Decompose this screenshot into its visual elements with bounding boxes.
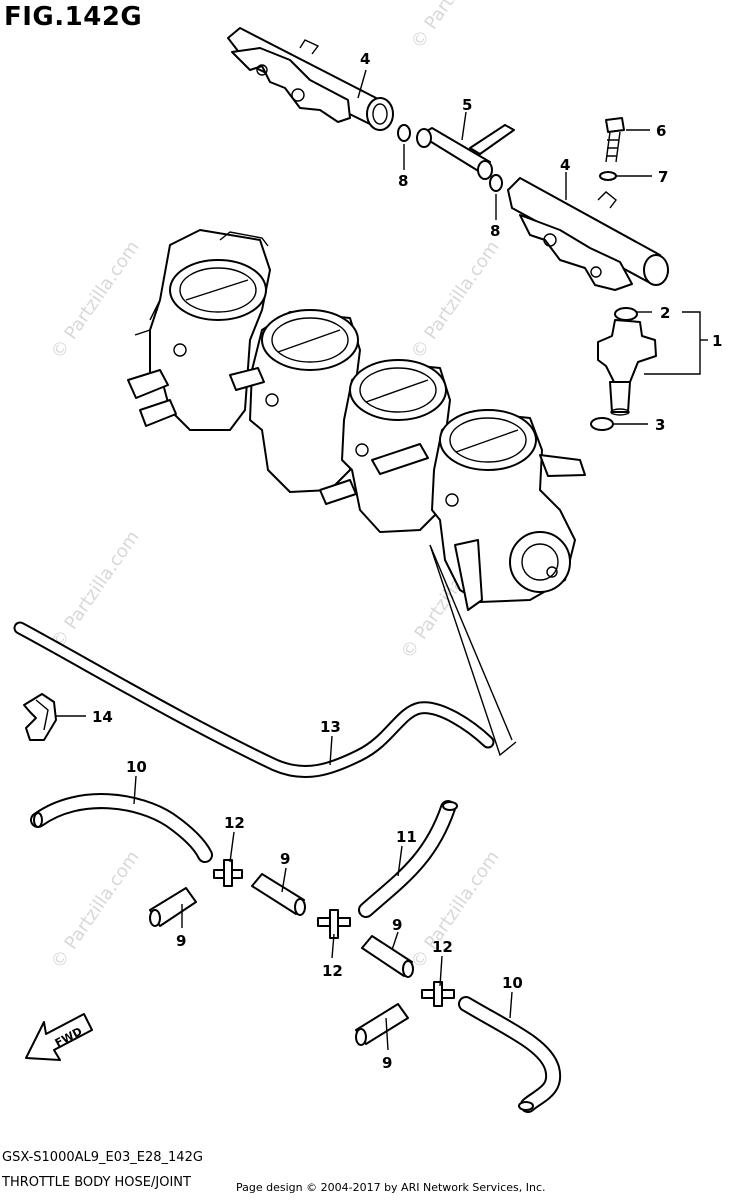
callout-4[interactable]: 4 <box>360 50 370 68</box>
throttle-body-assembly[interactable] <box>127 229 586 611</box>
hose-9-d[interactable] <box>355 1003 409 1046</box>
hose-clip[interactable] <box>23 693 57 741</box>
watermark: © Partzilla.com <box>47 847 144 973</box>
callout-2[interactable]: 2 <box>660 304 670 322</box>
o-ring[interactable] <box>397 124 411 142</box>
callout-11[interactable]: 11 <box>396 828 417 846</box>
figure-title: FIG.142G <box>4 2 143 32</box>
detail-pointer <box>429 544 517 757</box>
callout-4[interactable]: 4 <box>560 156 570 174</box>
hose-10-upper[interactable] <box>30 793 213 863</box>
watermark: © Partzilla.com <box>407 237 504 363</box>
callout-12[interactable]: 12 <box>224 814 245 832</box>
hose-13[interactable] <box>13 621 495 778</box>
callout-12[interactable]: 12 <box>432 938 453 956</box>
hose-10-lower[interactable] <box>458 996 562 1113</box>
watermark: © Partzilla.com <box>47 527 144 653</box>
washer[interactable] <box>599 171 617 181</box>
callout-9[interactable]: 9 <box>392 916 402 934</box>
o-ring[interactable] <box>489 174 503 192</box>
model-code: GSX-S1000AL9_E03_E28_142G <box>2 1150 203 1165</box>
callout-3[interactable]: 3 <box>655 416 665 434</box>
fuel-delivery-pipe-lower[interactable] <box>507 177 669 291</box>
callout-14[interactable]: 14 <box>92 708 113 726</box>
callout-13[interactable]: 13 <box>320 718 341 736</box>
callout-12[interactable]: 12 <box>322 962 343 980</box>
joint-12-c[interactable] <box>421 981 455 1007</box>
hose-9-b[interactable] <box>251 873 306 916</box>
hose-9-c[interactable] <box>361 935 414 978</box>
callout-9[interactable]: 9 <box>176 932 186 950</box>
injector-o-ring-upper[interactable] <box>614 307 638 321</box>
callouts: 4 5 6 7 8 4 8 2 1 3 14 13 10 12 11 9 9 9… <box>92 50 722 1072</box>
fwd-direction-arrow: FWD <box>25 1013 93 1061</box>
fuel-pipe-joint[interactable] <box>416 124 515 180</box>
callout-9[interactable]: 9 <box>382 1054 392 1072</box>
callout-6[interactable]: 6 <box>656 122 666 140</box>
callout-8[interactable]: 8 <box>398 172 408 190</box>
detail-pointer <box>429 544 513 741</box>
callout-10[interactable]: 10 <box>126 758 147 776</box>
bolt[interactable] <box>605 117 625 163</box>
leader-lines <box>56 69 708 1051</box>
callout-8[interactable]: 8 <box>490 222 500 240</box>
injector-o-ring-lower[interactable] <box>590 417 614 431</box>
copyright-notice: Page design © 2004-2017 by ARI Network S… <box>236 1181 546 1194</box>
section-title: THROTTLE BODY HOSE/JOINT <box>2 1175 191 1190</box>
fuel-injector[interactable] <box>597 319 657 416</box>
hose-11[interactable] <box>358 800 458 918</box>
callout-1[interactable]: 1 <box>712 332 722 350</box>
joint-12-a[interactable] <box>213 859 243 887</box>
watermark: © Partzilla.com <box>407 0 504 53</box>
callout-5[interactable]: 5 <box>462 96 472 114</box>
hose-9-a[interactable] <box>149 887 197 927</box>
watermark: © Partzilla.com <box>47 237 144 363</box>
joint-12-b[interactable] <box>317 909 351 939</box>
callout-7[interactable]: 7 <box>658 168 668 186</box>
fuel-delivery-pipe-upper[interactable] <box>227 27 394 131</box>
callout-9[interactable]: 9 <box>280 850 290 868</box>
callout-10[interactable]: 10 <box>502 974 523 992</box>
